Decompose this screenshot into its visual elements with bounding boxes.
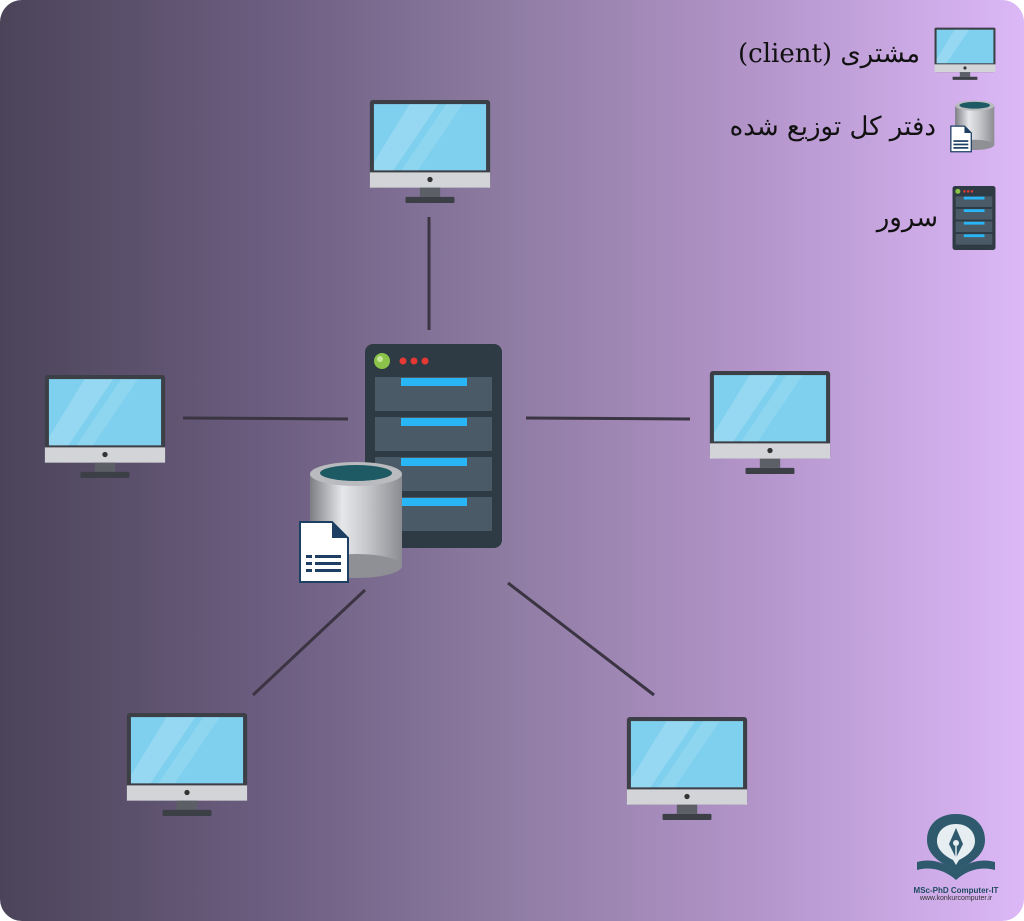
link-bottom-right [507,581,655,697]
database-document-icon [950,100,995,153]
client-monitor-right [708,370,832,476]
legend-ledger-label: دفتر کل توزیع شده [729,112,936,142]
pen-book-logo-icon [917,814,995,880]
monitor-icon [369,100,491,203]
legend-server: سرور [877,186,996,250]
client-monitor-bottom-left [125,712,249,818]
server-rack-icon [952,186,996,250]
legend-client-label: مشتری (client) [737,39,920,69]
monitor-icon [626,717,748,820]
link-left [182,416,349,421]
client-monitor-bottom-right [625,716,749,822]
logo-name: MSc-PhD Computer-IT [913,886,999,895]
legend-server-label: سرور [876,203,938,233]
link-right [525,416,691,421]
legend-ledger: دفتر کل توزیع شده [730,100,996,154]
monitor-icon [44,375,166,478]
logo-url: www.konkurcomputer.ir [919,895,993,902]
legend-client: مشتری (client) [738,27,996,81]
monitor-icon [709,371,831,474]
database-document-icon [299,462,402,583]
client-monitor-top [368,99,492,205]
monitor-icon [934,27,996,80]
distributed-ledger [298,462,406,586]
client-monitor-left [43,374,167,480]
site-logo: MSc-PhD Computer-IT www.konkurcomputer.i… [908,810,1004,902]
link-bottom-left [251,588,367,697]
monitor-icon [126,713,248,816]
